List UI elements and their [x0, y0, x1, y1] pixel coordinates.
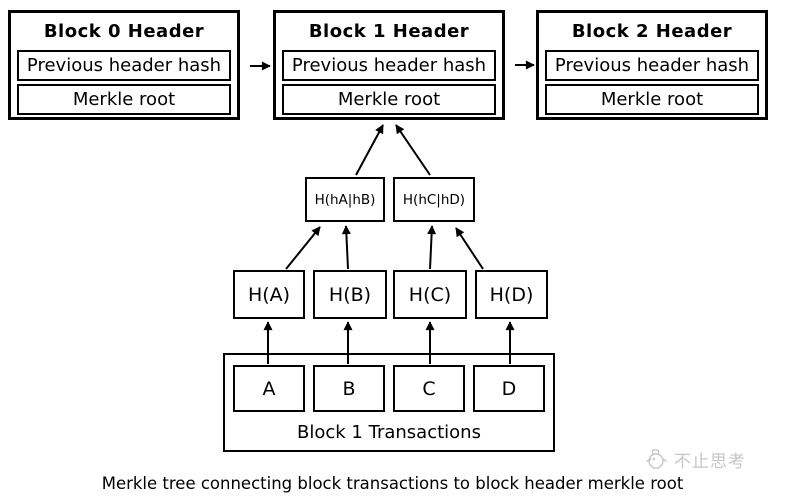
arrow-ha-to-hab — [285, 226, 321, 270]
transaction-b: B — [313, 365, 385, 412]
block-1-merkle-root-row: Merkle root — [282, 84, 496, 115]
figure-caption: Merkle tree connecting block transaction… — [101, 474, 684, 493]
block-2-merkle-root-row: Merkle root — [545, 84, 759, 115]
watermark: 不止思考 — [643, 446, 746, 473]
hash-node-hcd: H(hC|hD) — [393, 177, 475, 222]
hash-node-ha: H(A) — [233, 270, 305, 319]
transaction-d: D — [473, 365, 545, 412]
hash-node-hb: H(B) — [313, 270, 387, 319]
transaction-c: C — [393, 365, 465, 412]
block-0-header-box: Block 0 Header Previous header hash Merk… — [8, 10, 240, 120]
block-0-prev-hash-row: Previous header hash — [17, 50, 231, 81]
block-2-title: Block 2 Header — [571, 21, 733, 42]
arrow-hd-to-hcd — [455, 227, 484, 270]
block-1-prev-hash-row: Previous header hash — [282, 50, 496, 81]
bird-logo-icon — [646, 449, 667, 469]
hash-node-hc: H(C) — [393, 270, 467, 319]
watermark-text: 不止思考 — [674, 452, 746, 472]
block-1-title: Block 1 Header — [308, 21, 470, 42]
transactions-box-label: Block 1 Transactions — [297, 422, 481, 443]
block-2-prev-hash-row: Previous header hash — [545, 50, 759, 81]
arrow-hab-to-merkle-root — [355, 124, 384, 176]
hash-node-hd: H(D) — [475, 270, 548, 319]
hash-node-hab: H(hA|hB) — [305, 177, 385, 222]
block-0-title: Block 0 Header — [43, 21, 205, 42]
transaction-a: A — [233, 365, 305, 412]
block-0-merkle-root-row: Merkle root — [17, 84, 231, 115]
arrow-hb-to-hab — [341, 225, 351, 270]
block-2-header-box: Block 2 Header Previous header hash Merk… — [536, 10, 768, 120]
arrow-hcd-to-merkle-root — [395, 124, 431, 176]
block-1-header-box: Block 1 Header Previous header hash Merk… — [273, 10, 505, 120]
block-1-transactions-box: A B C D Block 1 Transactions — [223, 353, 555, 452]
arrow-hc-to-hcd — [427, 225, 437, 270]
